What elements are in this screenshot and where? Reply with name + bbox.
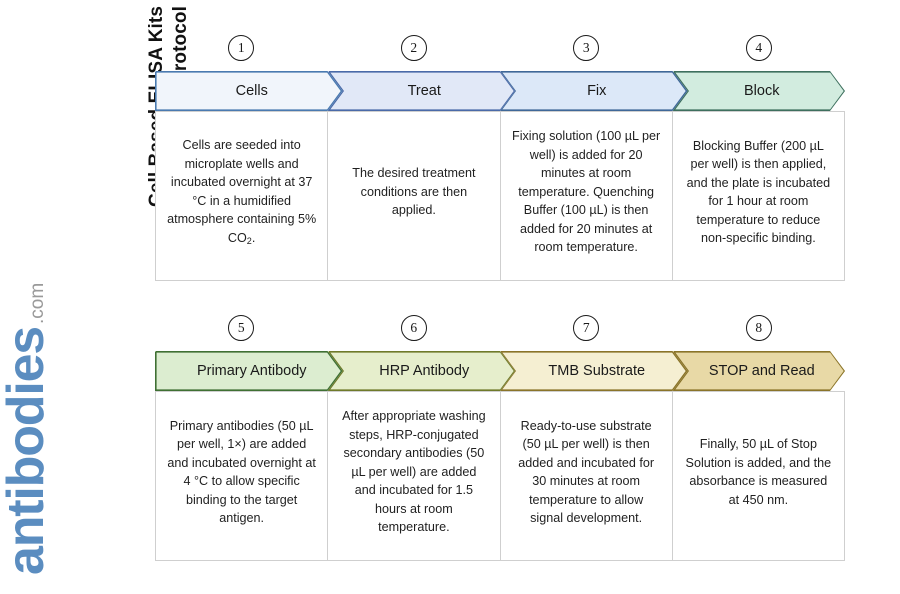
step-chevron-label-6: HRP Antibody [379,363,470,379]
step-chevron-5[interactable]: Primary Antibody [155,351,343,391]
step-number-badge-1: 1 [228,35,255,61]
step-chevron-label-3: Fix [587,83,607,99]
step-description-cell-5: Primary antibodies (50 µL per well, 1×) … [155,391,329,561]
step-description-cell-2: The desired treatment conditions are the… [328,111,501,281]
description-band-row-1: Cells are seeded into microplate wells a… [155,111,845,281]
step-chevron-label-8: STOP and Read [708,363,815,379]
flow-row-1: 1 2 3 4 Cells Treat Fix Block Cells are seeded… [155,33,845,281]
step-chevron-3[interactable]: Fix [500,71,688,111]
step-description-cell-1: Cells are seeded into microplate wells a… [155,111,329,281]
step-number-badge-4: 4 [745,35,772,61]
step-chevron-4[interactable]: Block [673,71,846,111]
step-description-cell-4: Blocking Buffer (200 µL per well) is the… [672,111,845,281]
step-chevron-label-2: Treat [407,83,441,99]
step-number-badges-row-1: 1 2 3 4 [155,33,845,71]
step-chevron-6[interactable]: HRP Antibody [328,351,516,391]
step-number-badge-8: 8 [745,315,772,341]
step-description-text-1: Cells are seeded into microplate wells a… [167,138,317,246]
step-chevron-2[interactable]: Treat [328,71,516,111]
step-number-badge-7: 7 [573,315,600,341]
chevron-band-row-1: Cells Treat Fix Block [155,71,845,111]
step-description-text-7: Ready-to-use substrate (50 µL per well) … [518,418,655,526]
step-description-cell-7: Ready-to-use substrate (50 µL per well) … [500,391,673,561]
step-description-text-3: Fixing solution (100 µL per well) is add… [512,129,661,255]
step-chevron-label-1: Cells [235,83,268,99]
chevron-band-row-2: Primary Antibody HRP Antibody TMB Substrat… [155,351,845,391]
step-description-text-8: Finally, 50 µL of Stop Solution is added… [685,437,832,507]
brand-logo-tld: .com [27,282,48,324]
flow-row-2: 5 6 7 8 Primary Antibody HRP Antibody TMB Sub… [155,313,845,561]
step-chevron-label-7: TMB Substrate [548,363,646,379]
step-chevron-8[interactable]: STOP and Read [673,351,846,391]
step-number-badge-3: 3 [573,35,600,61]
step-description-cell-8: Finally, 50 µL of Stop Solution is added… [672,391,845,561]
brand-logo-word: antibodies [0,326,55,575]
step-description-text-5: Primary antibodies (50 µL per well, 1×) … [167,418,316,526]
step-number-badge-6: 6 [400,315,427,341]
step-description-text-6: After appropriate washing steps, HRP-con… [342,409,486,535]
description-band-row-2: Primary antibodies (50 µL per well, 1×) … [155,391,845,561]
step-number-badges-row-2: 5 6 7 8 [155,313,845,351]
step-number-badge-5: 5 [228,315,255,341]
step-description-cell-6: After appropriate washing steps, HRP-con… [328,391,501,561]
brand-logo: antibodies .com [0,282,150,585]
step-chevron-label-5: Primary Antibody [196,363,307,379]
step-description-cell-3: Fixing solution (100 µL per well) is add… [500,111,673,281]
step-chevron-7[interactable]: TMB Substrate [500,351,688,391]
step-chevron-label-4: Block [744,83,780,99]
step-description-text-2: The desired treatment conditions are the… [352,166,476,218]
step-chevron-1[interactable]: Cells [155,71,343,111]
step-number-badge-2: 2 [400,35,427,61]
step-description-text-4: Blocking Buffer (200 µL per well) is the… [686,138,831,246]
page-title: Cell Based ELISA Kits Quick Protocol [0,0,191,300]
